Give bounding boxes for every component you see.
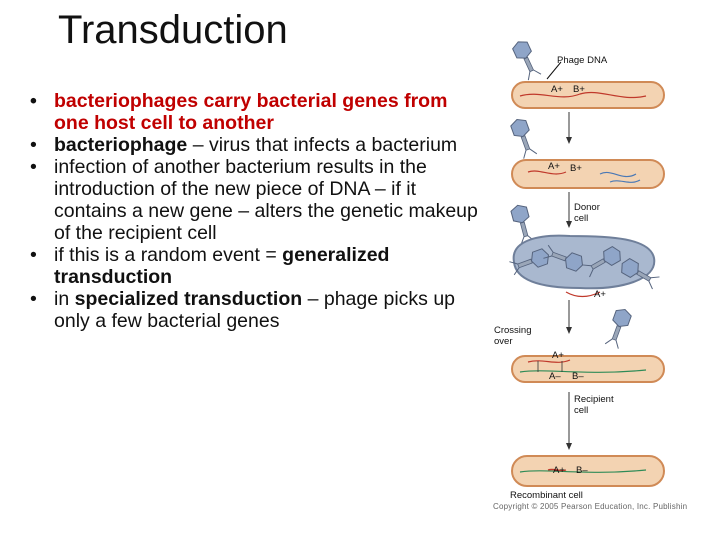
bullet-item: infection of another bacterium results i… — [30, 156, 480, 244]
bullet-text: bacteriophages carry bacterial genes fro… — [54, 90, 448, 134]
gene-label: B+ — [570, 163, 582, 174]
recombinant-cell-label: Recombinant cell — [510, 490, 583, 501]
slide-title: Transduction — [58, 8, 288, 52]
gene-label: A+ — [594, 289, 606, 300]
bullet-list: bacteriophages carry bacterial genes fro… — [30, 90, 480, 332]
gene-label: A– — [549, 371, 561, 382]
bullet-text: infection of another bacterium results i… — [54, 156, 478, 244]
bullet-text-bold: specialized transduction — [74, 288, 303, 310]
recombinant-cell — [511, 455, 665, 487]
donor-cell-1 — [510, 37, 665, 109]
recipient-cell-label: Recipient cell — [574, 394, 614, 416]
bullet-text: – virus that infects a bacterium — [187, 134, 458, 156]
donor-cell-3 — [508, 202, 661, 298]
phage-dna-label: Phage DNA — [557, 55, 608, 66]
bullet-text: in — [54, 288, 75, 310]
bullet-text: if this is a random event = — [54, 244, 283, 266]
donor-cell-2 — [508, 116, 665, 189]
bullet-item: if this is a random event = generalized … — [30, 244, 480, 288]
gene-label: A+ — [548, 161, 560, 172]
recipient-cell — [511, 306, 665, 383]
bullet-text-bold: bacteriophage — [54, 134, 188, 156]
gene-label: B– — [572, 371, 584, 382]
bullet-text: – phage picks up only a few bacterial ge… — [54, 288, 456, 332]
gene-label: B– — [576, 465, 588, 476]
bullet-text-bold: generalized transduction — [54, 244, 390, 288]
gene-label: A+ — [553, 465, 565, 476]
bullet-item: bacteriophage – virus that infects a bac… — [30, 134, 480, 156]
bullet-item: bacteriophages carry bacterial genes fro… — [30, 90, 480, 134]
crossing-over-label: Crossing over — [494, 325, 532, 347]
bullet-item: in specialized transduction – phage pick… — [30, 288, 480, 332]
gene-label: A+ — [552, 350, 564, 361]
gene-label: B+ — [573, 84, 585, 95]
gene-label: A+ — [551, 84, 563, 95]
donor-cell-label: Donor cell — [574, 202, 600, 224]
copyright-text: Copyright © 2005 Pearson Education, Inc.… — [493, 502, 688, 511]
